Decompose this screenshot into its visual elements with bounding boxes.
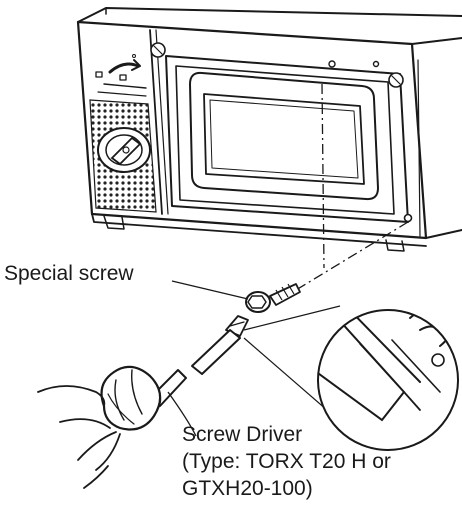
screw-driver-label: Screw Driver xyxy=(182,423,303,446)
special-screw xyxy=(245,283,301,313)
screw-driver-type-line1: (Type: TORX T20 H or xyxy=(182,450,391,473)
guide-line xyxy=(295,83,409,291)
special-screw-label: Special screw xyxy=(4,262,134,285)
hand xyxy=(37,385,121,489)
microwave-oven xyxy=(76,7,462,252)
screw-driver-leader xyxy=(167,391,197,437)
screw-driver-type-line2: GTXH20-100) xyxy=(182,477,313,500)
special-screw-leader xyxy=(171,280,249,300)
screwdriver xyxy=(100,315,249,431)
timer-dial xyxy=(97,127,151,173)
